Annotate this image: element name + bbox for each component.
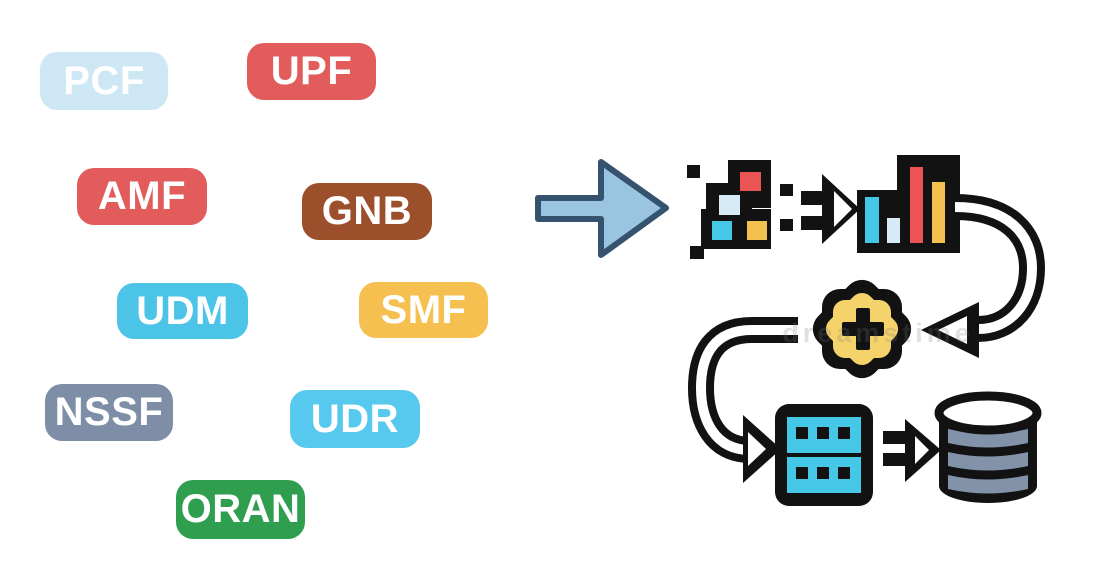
badge-amf: AMF [77, 168, 207, 225]
badge-gnb: GNB [302, 183, 432, 240]
badge-upf: UPF [247, 43, 376, 100]
badge-udr: UDR [290, 390, 420, 448]
cycle-arrow-right-icon [921, 194, 1046, 358]
badge-pcf: PCF [40, 52, 168, 110]
flow-arrow-icon [535, 159, 669, 258]
badge-smf: SMF [359, 282, 488, 338]
server-stack-icon [775, 404, 873, 506]
ingest-arrow-icon [801, 174, 860, 244]
store-arrow-icon [883, 419, 941, 482]
raw-data-pixels-icon [687, 160, 793, 259]
badge-oran: ORAN [176, 480, 305, 539]
bar-chart-icon [857, 155, 960, 253]
cycle-arrow-left-icon [687, 317, 798, 483]
database-icon [934, 391, 1042, 503]
gear-icon [812, 279, 912, 379]
badge-nssf: NSSF [45, 384, 173, 441]
badge-udm: UDM [117, 283, 248, 339]
